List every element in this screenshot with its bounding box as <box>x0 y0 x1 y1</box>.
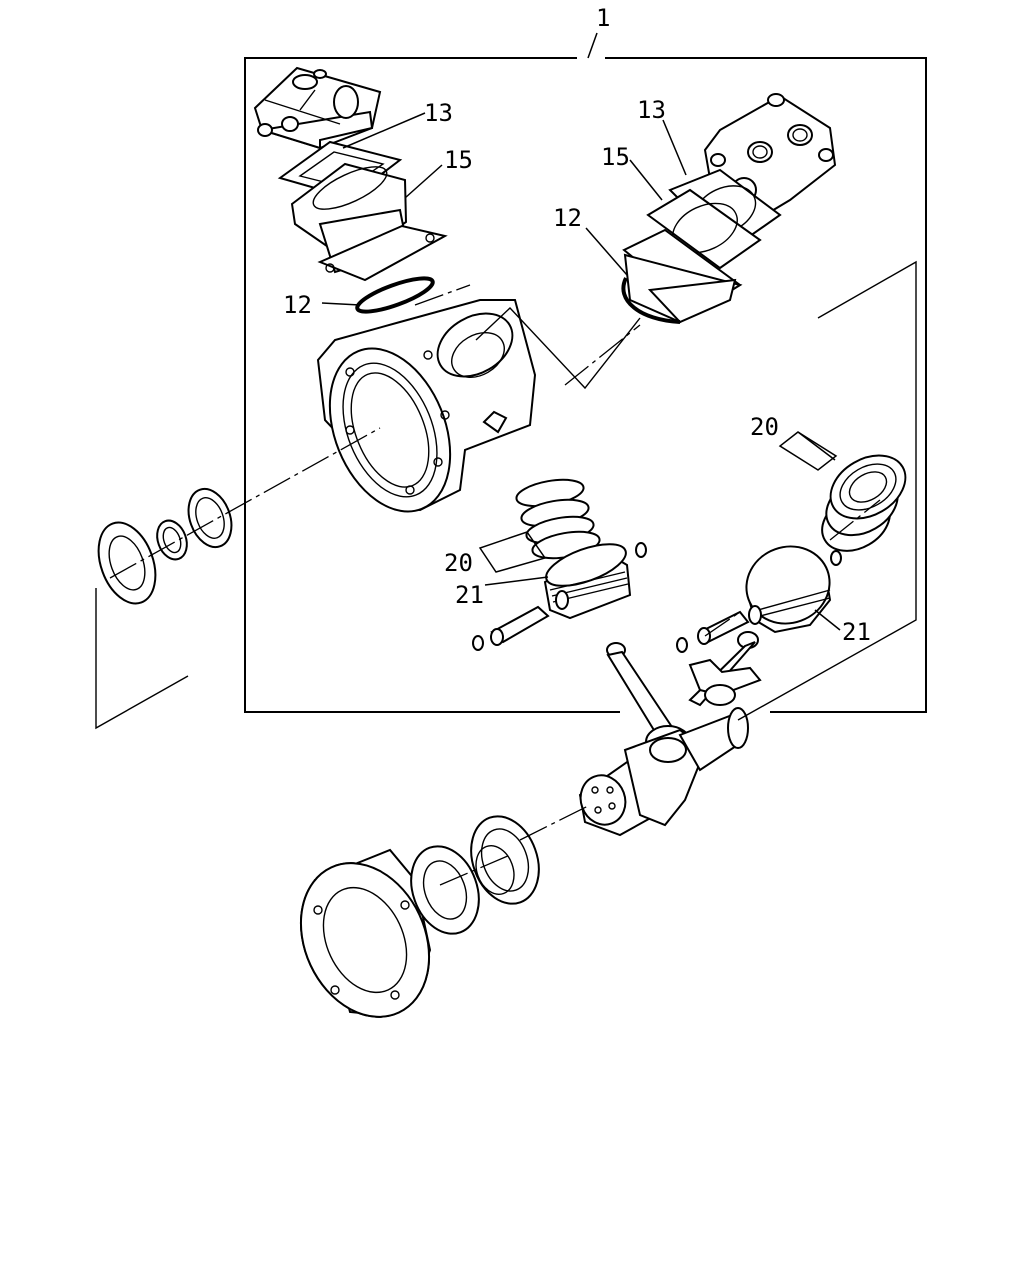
callout-12-right: 12 <box>553 204 582 232</box>
connecting-rod-right <box>688 631 762 707</box>
cylinder-liner-right <box>622 188 762 324</box>
assembly-frame <box>244 32 927 713</box>
spacer-ring-left <box>156 519 188 561</box>
circlip-right-a <box>676 637 688 653</box>
callout-20-right: 20 <box>750 413 779 441</box>
roller-bearing-bottom-b <box>470 815 540 905</box>
piston-left <box>543 543 632 620</box>
callout-12-left: 12 <box>283 291 312 319</box>
shaft-seal-left <box>187 487 233 549</box>
leader-lines <box>321 112 841 631</box>
o-ring-right <box>621 277 681 324</box>
crankcase <box>316 299 537 513</box>
callout-21-left: 21 <box>455 581 484 609</box>
roller-bearing-left <box>97 521 157 605</box>
cylinder-head-left <box>253 66 382 150</box>
circlip-left-a <box>472 635 484 651</box>
piston-pin-left <box>490 605 550 646</box>
piston-right <box>745 545 832 634</box>
callout-20-left: 20 <box>444 549 473 577</box>
circlip-right-b <box>830 550 842 566</box>
piston-pin-right <box>697 610 750 645</box>
roller-bearing-bottom-a <box>410 845 480 935</box>
circlip-left-b <box>635 542 647 558</box>
callout-1: 1 <box>596 4 610 32</box>
callout-15-right: 15 <box>601 143 630 171</box>
piston-rings-right <box>821 454 907 552</box>
bearing-housing-flange <box>299 848 432 1018</box>
o-ring-left <box>355 276 435 314</box>
callout-15-left: 15 <box>444 146 473 174</box>
cylinder-liner-left <box>290 162 448 282</box>
callout-13-right: 13 <box>637 96 666 124</box>
crankshaft <box>578 707 749 837</box>
callout-13-left: 13 <box>424 99 453 127</box>
callout-21-right: 21 <box>842 618 871 646</box>
connection-lines <box>95 260 917 730</box>
